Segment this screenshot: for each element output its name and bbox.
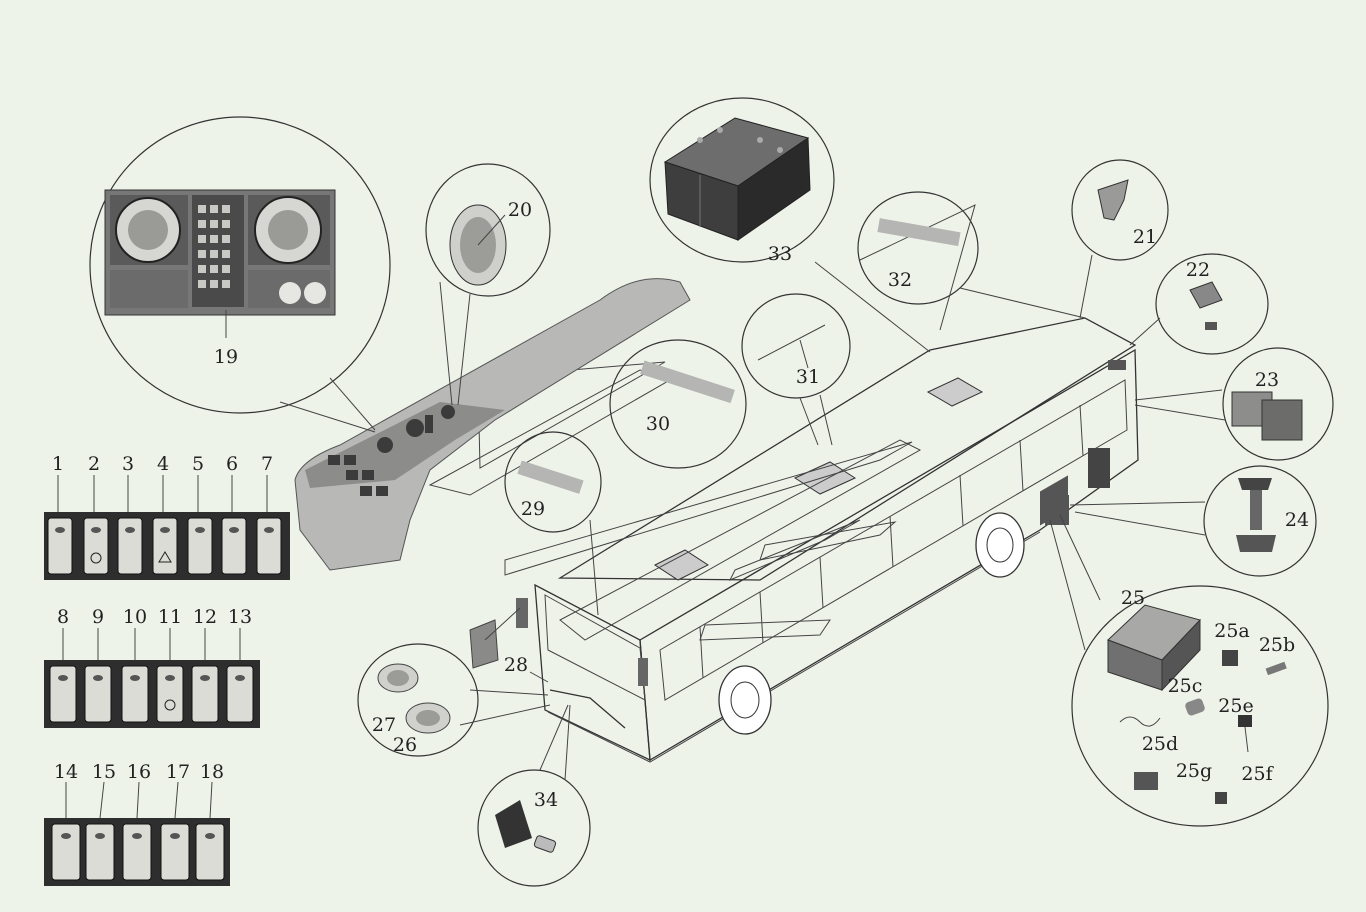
switch-label-9: 9 <box>92 606 104 628</box>
switch-label-12: 12 <box>193 606 217 628</box>
callout-25-control-box: 25 25a 25b 25c 25d 25e 25f 25g <box>1049 514 1329 827</box>
switch-16: 16 <box>122 761 152 881</box>
switch-label-16: 16 <box>127 761 151 783</box>
label-25d: 25d <box>1142 733 1178 755</box>
switch-7: 7 <box>256 453 282 575</box>
callout-20-round-gauge: 20 <box>425 163 551 406</box>
switch-label-18: 18 <box>200 761 224 783</box>
label-25g: 25g <box>1176 760 1212 782</box>
switch-label-17: 17 <box>166 761 190 783</box>
label-34: 34 <box>534 789 558 811</box>
switch-label-4: 4 <box>157 453 169 475</box>
callout-30-light-bar: 30 <box>609 339 747 469</box>
switch-label-10: 10 <box>123 606 147 628</box>
label-25: 25 <box>1121 587 1145 609</box>
label-29: 29 <box>521 498 545 520</box>
label-25b: 25b <box>1259 634 1295 656</box>
switch-1: 1 <box>47 453 73 575</box>
callout-19-instrument-cluster: 19 <box>89 116 391 433</box>
switch-label-3: 3 <box>122 453 134 475</box>
switch-label-1: 1 <box>52 453 64 475</box>
label-25a: 25a <box>1214 620 1250 642</box>
label-31: 31 <box>796 366 820 388</box>
label-21: 21 <box>1133 226 1157 248</box>
callout-24-switch: 24 <box>1069 465 1317 577</box>
switch-12: 12 <box>191 606 219 723</box>
callout-31-roof-hatch: 31 <box>741 293 851 446</box>
switch-2: 2 <box>83 453 109 575</box>
switch-10: 10 <box>121 606 149 723</box>
label-30: 30 <box>646 413 670 435</box>
callout-32-light-bar: 32 <box>857 191 1086 331</box>
switch-label-11: 11 <box>158 606 182 628</box>
label-24: 24 <box>1285 509 1309 531</box>
label-25f: 25f <box>1241 763 1274 785</box>
label-23: 23 <box>1255 369 1279 391</box>
callout-28-mirror: 28 <box>469 607 549 683</box>
dashboard <box>294 278 691 571</box>
label-25c: 25c <box>1168 675 1203 697</box>
callout-26-27-horns: 27 26 <box>357 643 551 757</box>
label-26: 26 <box>393 734 417 756</box>
zone-frames <box>428 361 922 641</box>
label-33: 33 <box>768 243 792 265</box>
label-22: 22 <box>1186 259 1210 281</box>
switch-label-13: 13 <box>228 606 252 628</box>
switch-panel-row-1: 1 2 3 4 5 6 7 <box>44 453 290 580</box>
switch-label-15: 15 <box>92 761 116 783</box>
label-19: 19 <box>214 346 238 368</box>
label-28: 28 <box>504 654 528 676</box>
callout-22-bracket: 22 <box>1129 253 1269 355</box>
switch-15: 15 <box>85 761 116 881</box>
switch-panel-row-3: 14 15 16 17 18 <box>44 761 230 886</box>
switch-label-7: 7 <box>261 453 273 475</box>
switch-label-5: 5 <box>192 453 204 475</box>
switch-18: 18 <box>195 761 225 881</box>
switch-4: 4 <box>152 453 178 575</box>
callout-33-batteries: 33 <box>649 97 931 353</box>
switch-label-2: 2 <box>88 453 100 475</box>
switch-14: 14 <box>51 761 81 881</box>
callout-23-module: 23 <box>1134 347 1334 461</box>
label-25e: 25e <box>1218 695 1253 717</box>
switch-6: 6 <box>221 453 247 575</box>
label-32: 32 <box>888 269 912 291</box>
switch-label-14: 14 <box>54 761 78 783</box>
bus-body <box>516 317 1139 763</box>
label-20: 20 <box>508 199 532 221</box>
callout-21-lamp: 21 <box>1071 159 1169 319</box>
callout-34-remote: 34 <box>477 704 591 887</box>
switch-panel-row-2: 8 9 10 11 12 13 <box>44 606 260 728</box>
switch-17: 17 <box>160 761 190 881</box>
switch-8: 8 <box>49 606 77 723</box>
switch-13: 13 <box>226 606 254 723</box>
switch-label-6: 6 <box>226 453 238 475</box>
switch-5: 5 <box>187 453 213 575</box>
switch-label-8: 8 <box>57 606 69 628</box>
callout-29-light-bar: 29 <box>504 431 602 616</box>
switch-11: 11 <box>156 606 184 723</box>
switch-9: 9 <box>84 606 112 723</box>
switch-3: 3 <box>117 453 143 575</box>
label-27: 27 <box>372 714 396 736</box>
